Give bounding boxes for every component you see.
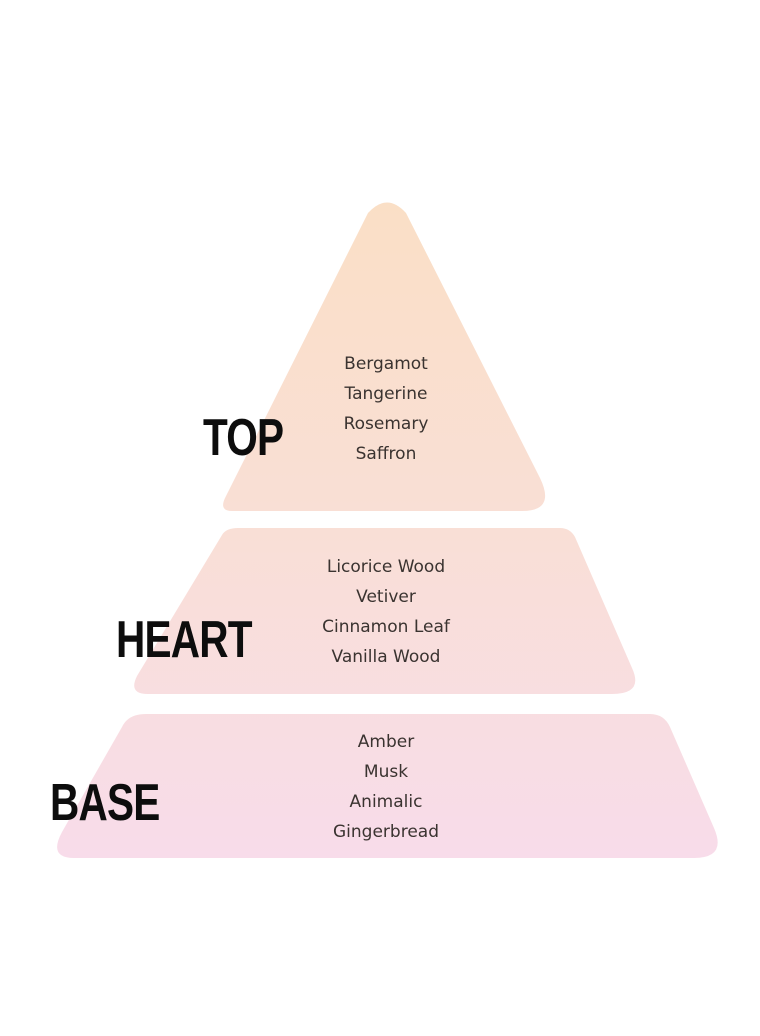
note-item: Licorice Wood <box>326 557 446 577</box>
note-item: Cinnamon Leaf <box>322 617 450 637</box>
note-item: Tangerine <box>344 384 428 404</box>
tier-label-base: BASE <box>50 774 160 832</box>
tier-label-heart: HEART <box>116 611 253 669</box>
note-item: Saffron <box>355 444 417 464</box>
top-notes-list: Bergamot Tangerine Rosemary Saffron <box>266 349 506 469</box>
pyramid-tier-heart <box>134 528 636 694</box>
pyramid-tier-top <box>223 202 546 511</box>
note-item: Vetiver <box>356 587 416 607</box>
note-item: Bergamot <box>344 354 428 374</box>
note-item: Rosemary <box>343 414 429 434</box>
note-item: Gingerbread <box>333 822 439 842</box>
pyramid-tier-base <box>57 714 718 858</box>
note-item: Musk <box>363 762 409 782</box>
tier-label-top: TOP <box>203 409 284 467</box>
base-notes-list: Amber Musk Animalic Gingerbread <box>266 727 506 847</box>
note-item: Amber <box>357 732 415 752</box>
heart-notes-list: Licorice Wood Vetiver Cinnamon Leaf Vani… <box>266 552 506 672</box>
note-item: Animalic <box>349 792 423 812</box>
note-item: Vanilla Wood <box>331 647 441 667</box>
